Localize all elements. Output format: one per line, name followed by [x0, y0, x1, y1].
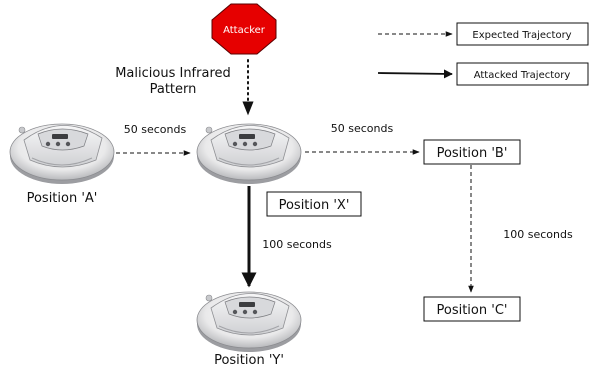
duration-x-to-y: 100 seconds	[262, 238, 332, 251]
duration-x-to-b: 50 seconds	[331, 122, 394, 135]
roomba-robot-icon-position-a	[9, 123, 115, 185]
octagon-stop-icon: Attacker	[211, 3, 277, 55]
position-c-label: Position 'C'	[437, 303, 508, 318]
legend-attacked-box	[456, 62, 589, 86]
position-x-label: Position 'X'	[279, 198, 350, 213]
position-c-box	[423, 296, 521, 322]
position-b-box	[423, 139, 521, 165]
position-x-box	[266, 191, 362, 217]
duration-b-to-c: 100 seconds	[503, 228, 573, 241]
malicious-pattern-line1: Malicious Infrared	[115, 66, 231, 81]
legend-expected-box	[456, 22, 589, 46]
roomba-robot-icon-position-y	[196, 291, 302, 353]
roomba-robot-icon-position-x	[196, 123, 302, 185]
legend-attacked-label: Attacked Trajectory	[474, 70, 571, 81]
position-b-label: Position 'B'	[437, 146, 508, 161]
position-y-label: Position 'Y'	[214, 353, 284, 368]
legend-attacked-arrow	[377, 69, 453, 79]
malicious-pattern-line2: Pattern	[150, 82, 197, 97]
attacker-label: Attacker	[223, 25, 266, 36]
position-a-label: Position 'A'	[27, 191, 98, 206]
duration-a-to-x: 50 seconds	[124, 123, 187, 136]
legend-expected-label: Expected Trajectory	[472, 30, 571, 41]
